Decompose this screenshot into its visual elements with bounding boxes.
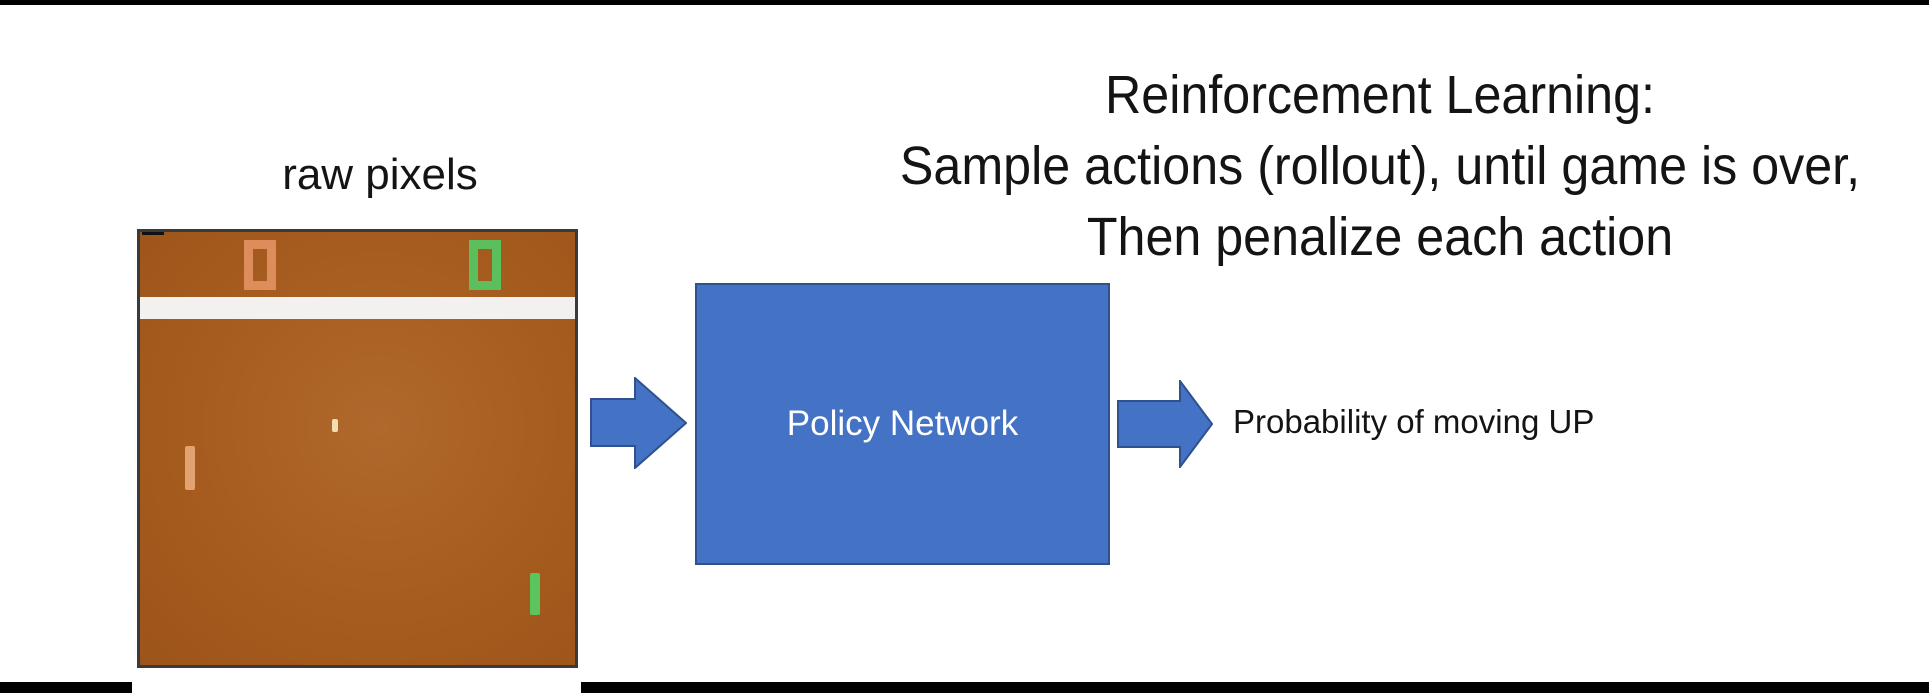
policy-network-box: Policy Network [695, 283, 1110, 565]
raw-pixels-label: raw pixels [282, 150, 478, 199]
pong-ball [332, 419, 338, 432]
slide-title: Reinforcement Learning: Sample actions (… [869, 60, 1892, 273]
input-arrow-icon [590, 377, 687, 469]
bottom-black-bar-right [581, 682, 1929, 693]
right-score-zero [469, 240, 501, 290]
output-arrow-icon [1117, 380, 1213, 468]
title-line-2: Sample actions (rollout), until game is … [899, 136, 1861, 196]
pong-game-screenshot [137, 229, 578, 668]
probability-output-label: Probability of moving UP [1233, 403, 1595, 440]
top-black-bar [0, 0, 1929, 5]
right-paddle [530, 573, 540, 615]
left-paddle [185, 446, 195, 490]
game-corner-mark [142, 232, 164, 235]
game-top-wall [140, 297, 575, 319]
title-line-1: Reinforcement Learning: [1105, 65, 1655, 125]
left-score-zero [244, 240, 276, 290]
title-line-3: Then penalize each action [1086, 207, 1674, 267]
bottom-black-bar-left [0, 682, 132, 693]
policy-network-label: Policy Network [786, 404, 1019, 443]
